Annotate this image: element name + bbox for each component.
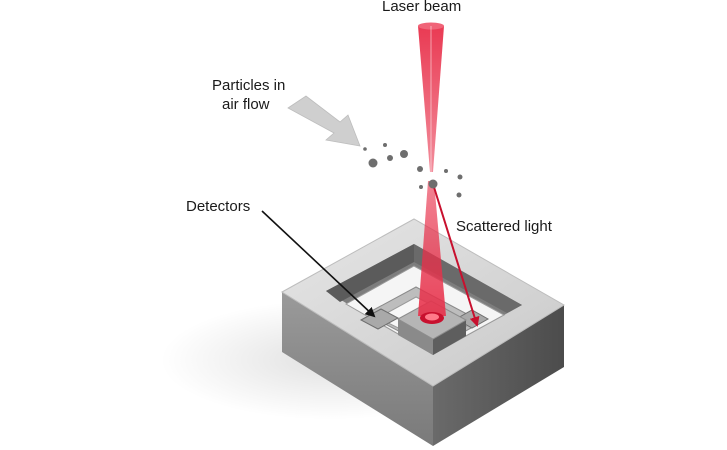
particles-label: Particles in air flow [212, 76, 285, 114]
housing-right-face [433, 305, 564, 446]
laser-upper-cone [418, 26, 444, 172]
housing-front-face [282, 292, 433, 446]
detectors-label: Detectors [186, 198, 251, 215]
detectors-pointer-arrow [261, 210, 376, 318]
laser-lower-cone [418, 181, 446, 316]
particle-dots-icon [363, 143, 463, 198]
center-block-front [398, 319, 433, 355]
particles-label-line2: air flow [222, 96, 270, 113]
scattered-light-arrow [432, 183, 480, 327]
particles-label-line1: Particles in [212, 77, 286, 94]
scattered-light-label: Scattered light [456, 218, 552, 235]
laser-beam-label: Laser beam [382, 0, 462, 15]
center-block-side [433, 320, 466, 355]
airflow-arrow-icon [287, 95, 361, 147]
